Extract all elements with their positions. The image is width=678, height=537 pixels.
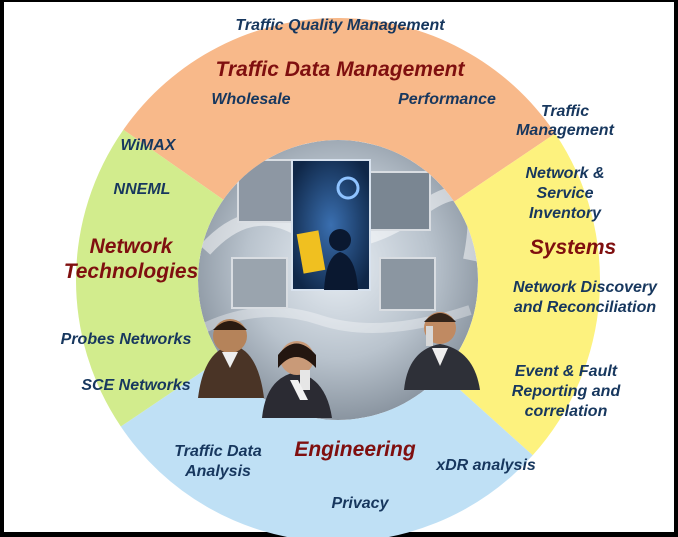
label-sce-networks: SCE Networks <box>81 377 191 394</box>
section-title-network-technologies: Network Technologies <box>63 235 199 283</box>
ring-segment-right <box>442 133 600 456</box>
businesswoman-on-phone-photo-icon <box>262 341 332 418</box>
label-traffic-management: Traffic Management <box>516 103 614 139</box>
label-privacy: Privacy <box>331 495 389 512</box>
label-network-service-inventory: Network & Service Inventory <box>525 165 605 222</box>
section-title-traffic-data-management: Traffic Data Management <box>215 58 465 81</box>
label-event-fault-reporting-correlation: Event & Fault Reporting and correlation <box>511 363 621 420</box>
section-title-engineering: Engineering <box>294 438 416 461</box>
label-traffic-quality-management: Traffic Quality Management <box>235 17 445 34</box>
photo-collage-icon <box>291 159 371 291</box>
ring-segment-bottom <box>120 358 533 537</box>
label-network-discovery-reconciliation: Network Discovery and Reconciliation <box>512 279 658 316</box>
businessman-on-phone-photo-icon <box>404 312 480 390</box>
label-nneml: NNEML <box>113 181 171 198</box>
ring-segment-left <box>75 129 224 427</box>
ring-segment-top <box>123 17 556 202</box>
businessman-photo-icon <box>198 319 264 398</box>
label-performance: Performance <box>398 91 496 108</box>
label-xdr-analysis: xDR analysis <box>436 457 536 474</box>
label-wimax: WiMAX <box>120 137 176 154</box>
label-wholesale: Wholesale <box>211 91 291 108</box>
label-probes-networks: Probes Networks <box>60 331 192 348</box>
section-title-systems: Systems <box>529 236 617 259</box>
label-traffic-data-analysis: Traffic Data Analysis <box>174 443 262 480</box>
